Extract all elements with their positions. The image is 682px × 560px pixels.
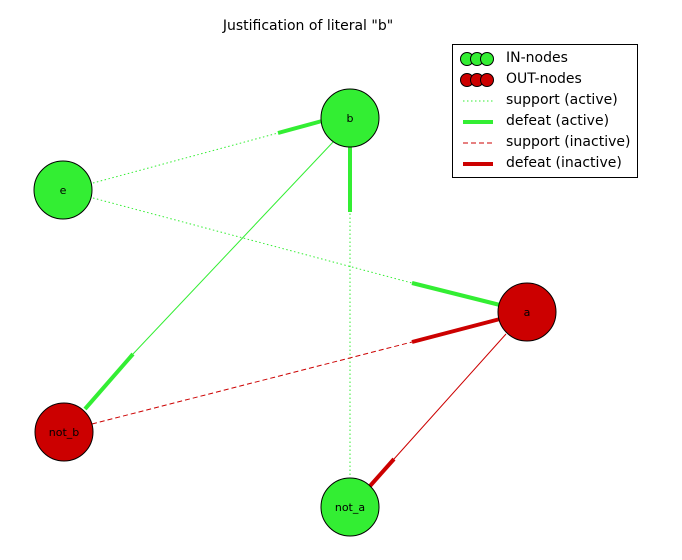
node-b: b bbox=[320, 88, 380, 148]
legend-label: defeat (active) bbox=[506, 113, 610, 129]
edge-e-b-support-end bbox=[277, 119, 323, 135]
legend-label: OUT-nodes bbox=[506, 71, 582, 87]
node-e: e bbox=[33, 160, 93, 220]
legend-label: IN-nodes bbox=[506, 50, 568, 66]
node-layer: b e a not_b not_a bbox=[33, 88, 557, 537]
edge-not_b-b-defeat bbox=[132, 140, 335, 355]
legend-item-support-inactive: support (inactive) bbox=[453, 133, 639, 153]
in-nodes-swatch bbox=[460, 52, 494, 66]
legend-item-support-active: support (active) bbox=[453, 91, 639, 111]
edge-not_b-a-support bbox=[91, 341, 413, 425]
diagram-title: Justification of literal "b" bbox=[222, 18, 394, 34]
edge-a-not_a-defeat-end bbox=[368, 457, 396, 488]
node-a: a bbox=[497, 282, 557, 342]
node-not_b-label: not_b bbox=[49, 426, 80, 439]
node-a-label: a bbox=[524, 306, 531, 319]
edge-e-a-defeat-end bbox=[411, 281, 501, 307]
support-inactive-swatch bbox=[463, 142, 493, 144]
edge-a-not_a-defeat bbox=[393, 333, 507, 460]
edge-e-b-support bbox=[92, 132, 279, 184]
out-nodes-swatch bbox=[460, 73, 494, 87]
legend-label: support (active) bbox=[506, 92, 618, 108]
defeat-active-swatch bbox=[463, 120, 493, 124]
legend-label: support (inactive) bbox=[506, 134, 631, 150]
legend-item-in-nodes: IN-nodes bbox=[453, 49, 639, 69]
edge-not_b-a-support-end bbox=[411, 317, 501, 344]
legend-item-out-nodes: OUT-nodes bbox=[453, 70, 639, 90]
legend: IN-nodes OUT-nodes support (active) defe… bbox=[452, 44, 638, 178]
node-not_b: not_b bbox=[34, 402, 94, 462]
edge-not_b-b-defeat-end bbox=[83, 352, 135, 411]
edge-layer bbox=[83, 119, 507, 488]
legend-item-defeat-active: defeat (active) bbox=[453, 112, 639, 132]
legend-item-defeat-inactive: defeat (inactive) bbox=[453, 154, 639, 174]
support-active-swatch bbox=[463, 100, 493, 102]
node-not_a: not_a bbox=[320, 477, 380, 537]
defeat-inactive-swatch bbox=[463, 162, 493, 166]
node-b-label: b bbox=[347, 112, 354, 125]
edge-e-a-defeat bbox=[92, 197, 413, 284]
node-e-label: e bbox=[60, 184, 67, 197]
node-not_a-label: not_a bbox=[335, 501, 365, 514]
legend-label: defeat (inactive) bbox=[506, 155, 622, 171]
